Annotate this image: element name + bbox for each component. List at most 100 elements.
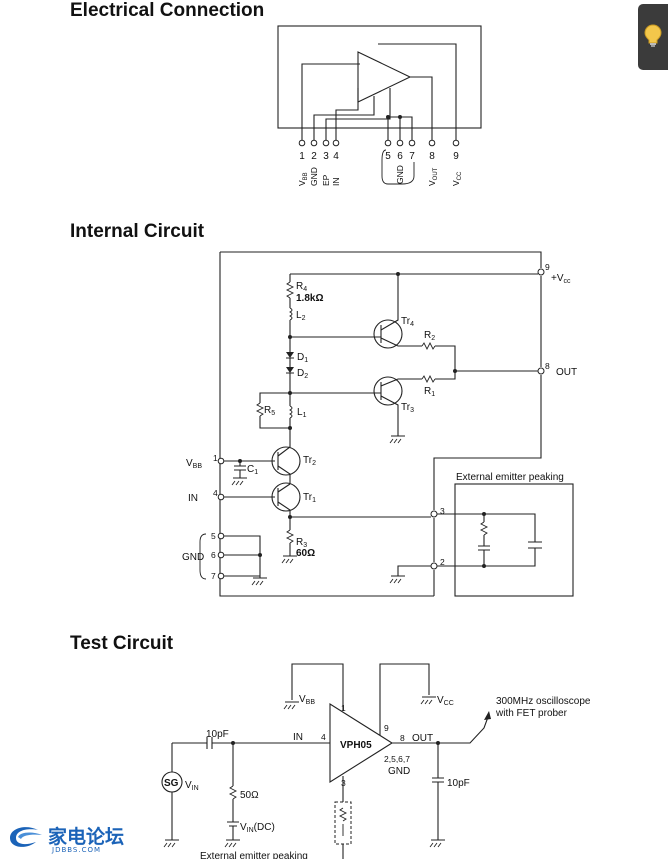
test-circuit-diagram: VPH05 1 VBB 9 VCC 10pF IN 4 SG VIN 50Ω V…	[161, 663, 591, 859]
in-label: IN	[188, 493, 198, 504]
test-ext-caption: External emitter peaking	[200, 851, 308, 859]
r2-label: R2	[424, 330, 435, 342]
pin-number-6: 6	[397, 151, 403, 162]
test-cap-out-label: 10pF	[447, 778, 470, 789]
d2-diode	[286, 367, 294, 373]
logo-name: 家电论坛	[48, 826, 125, 848]
vcc-pin-number: 9	[545, 262, 550, 272]
r2-resistor	[421, 341, 436, 351]
r3-label: R3	[296, 537, 307, 549]
logo-domain: JDBBS.COM	[52, 846, 102, 854]
c1-label: C1	[247, 464, 258, 476]
r3-resistor	[285, 529, 295, 544]
test-cap-in-label: 10pF	[206, 729, 229, 740]
ext-emitter-title: External emitter peaking	[456, 472, 564, 483]
r4-value: 1.8kΩ	[296, 293, 323, 304]
out-label: OUT	[556, 367, 577, 378]
vbb-label: VBB	[186, 458, 202, 470]
tr2-label: Tr2	[303, 455, 316, 467]
tr4-transistor	[290, 274, 403, 349]
tr3-label: Tr3	[401, 402, 414, 414]
vph05-label: VPH05	[340, 740, 372, 751]
pin-label-vcc: VCC	[451, 171, 463, 186]
test-vbb-label: VBB	[299, 694, 315, 706]
out-pin-number: 8	[545, 361, 550, 371]
test-vin-label: VIN	[185, 780, 199, 792]
test-pin3: 3	[341, 778, 346, 788]
pin-label-vbb: VBB	[297, 172, 309, 186]
test-pin8: 8	[400, 733, 405, 743]
pin-label-gnd-2: GND	[309, 167, 319, 186]
test-vcc-label: VCC	[437, 695, 454, 707]
tr3-ground	[389, 435, 405, 444]
ep-pin2-number: 2	[440, 557, 445, 567]
in-pin-number: 4	[213, 488, 218, 498]
gnd-pin-5: 5	[211, 531, 216, 541]
electrical-pin-labels: VBB GND EP IN GND VOUT VCC	[297, 165, 463, 186]
r5-label: R5	[264, 405, 275, 417]
pin-label-ep: EP	[321, 174, 331, 186]
r4-label: R4	[296, 281, 307, 293]
forum-logo: 家电论坛 JDBBS.COM	[6, 818, 156, 858]
d2-label: D2	[297, 368, 308, 380]
pin-number-9: 9	[453, 151, 459, 162]
pin-number-5: 5	[385, 151, 391, 162]
pin-number-2: 2	[311, 151, 317, 162]
vcc-label: +Vcc	[551, 273, 571, 285]
pin-number-3: 3	[323, 151, 329, 162]
pin-number-4: 4	[333, 151, 339, 162]
tr1-transistor	[271, 482, 301, 530]
pin-label-vout: VOUT	[427, 167, 439, 186]
pin-number-7: 7	[409, 151, 415, 162]
sg-label: SG	[164, 778, 179, 789]
scope-label-line2: with FET prober	[495, 708, 568, 719]
r5-resistor	[255, 402, 265, 417]
electrical-pin-numbers: 1 2 3 4 5 6 7 8 9	[299, 151, 459, 162]
tr3-transistor	[290, 376, 403, 436]
amplifier-triangle	[357, 51, 412, 103]
test-r50-label: 50Ω	[240, 790, 259, 801]
test-pin4: 4	[321, 732, 326, 742]
section-title-test: Test Circuit	[70, 633, 174, 654]
section-title-electrical: Electrical Connection	[70, 0, 265, 21]
test-pin9: 9	[384, 723, 389, 733]
l1-inductor	[288, 405, 293, 419]
test-gnd-pins: 2,5,6,7	[384, 754, 410, 764]
test-vin-dc-label: VIN(DC)	[240, 822, 275, 834]
gnd-pin-6: 6	[211, 550, 216, 560]
hint-tab-button[interactable]	[638, 4, 668, 70]
r4-resistor	[285, 281, 295, 299]
ep-pin2-terminal	[430, 562, 438, 570]
test-out-label: OUT	[412, 733, 433, 744]
d1-label: D1	[297, 352, 308, 364]
ep-pin3-number: 3	[440, 506, 445, 516]
swoosh-logo-icon	[10, 827, 42, 847]
tr4-label: Tr4	[401, 316, 414, 328]
r1-resistor	[421, 374, 436, 384]
pin-label-gnd-group: GND	[395, 165, 405, 184]
lightbulb-icon	[644, 24, 662, 47]
section-title-internal: Internal Circuit	[70, 221, 205, 242]
gnd-pin-7: 7	[211, 571, 216, 581]
r3-value: 60Ω	[296, 548, 315, 559]
pin-number-8: 8	[429, 151, 435, 162]
scope-label-line1: 300MHz oscilloscope	[496, 696, 591, 707]
l2-label: L2	[296, 310, 306, 322]
vcc-pin-terminal	[537, 268, 545, 276]
d1-diode	[286, 352, 294, 358]
pin-label-in: IN	[331, 178, 341, 187]
out-pin-terminal	[537, 367, 545, 375]
tr1-label: Tr1	[303, 492, 316, 504]
internal-circuit-diagram: 9 +Vcc 8 OUT R4 1.8kΩ L2 D1 D2 R5 L1	[182, 251, 577, 597]
tr2-transistor	[271, 445, 301, 484]
electrical-connection-diagram: 1 2 3 4 5 6 7 8 9 VBB GND EP IN GND VOUT…	[277, 25, 482, 186]
package-outline	[277, 25, 482, 129]
gnd-label: GND	[182, 552, 204, 563]
ep-pin3-terminal	[430, 510, 438, 518]
test-gnd-label: GND	[388, 766, 410, 777]
c1-capacitor	[234, 461, 246, 478]
test-in-label: IN	[293, 732, 303, 743]
r1-label: R1	[424, 386, 435, 398]
l1-label: L1	[297, 407, 307, 419]
